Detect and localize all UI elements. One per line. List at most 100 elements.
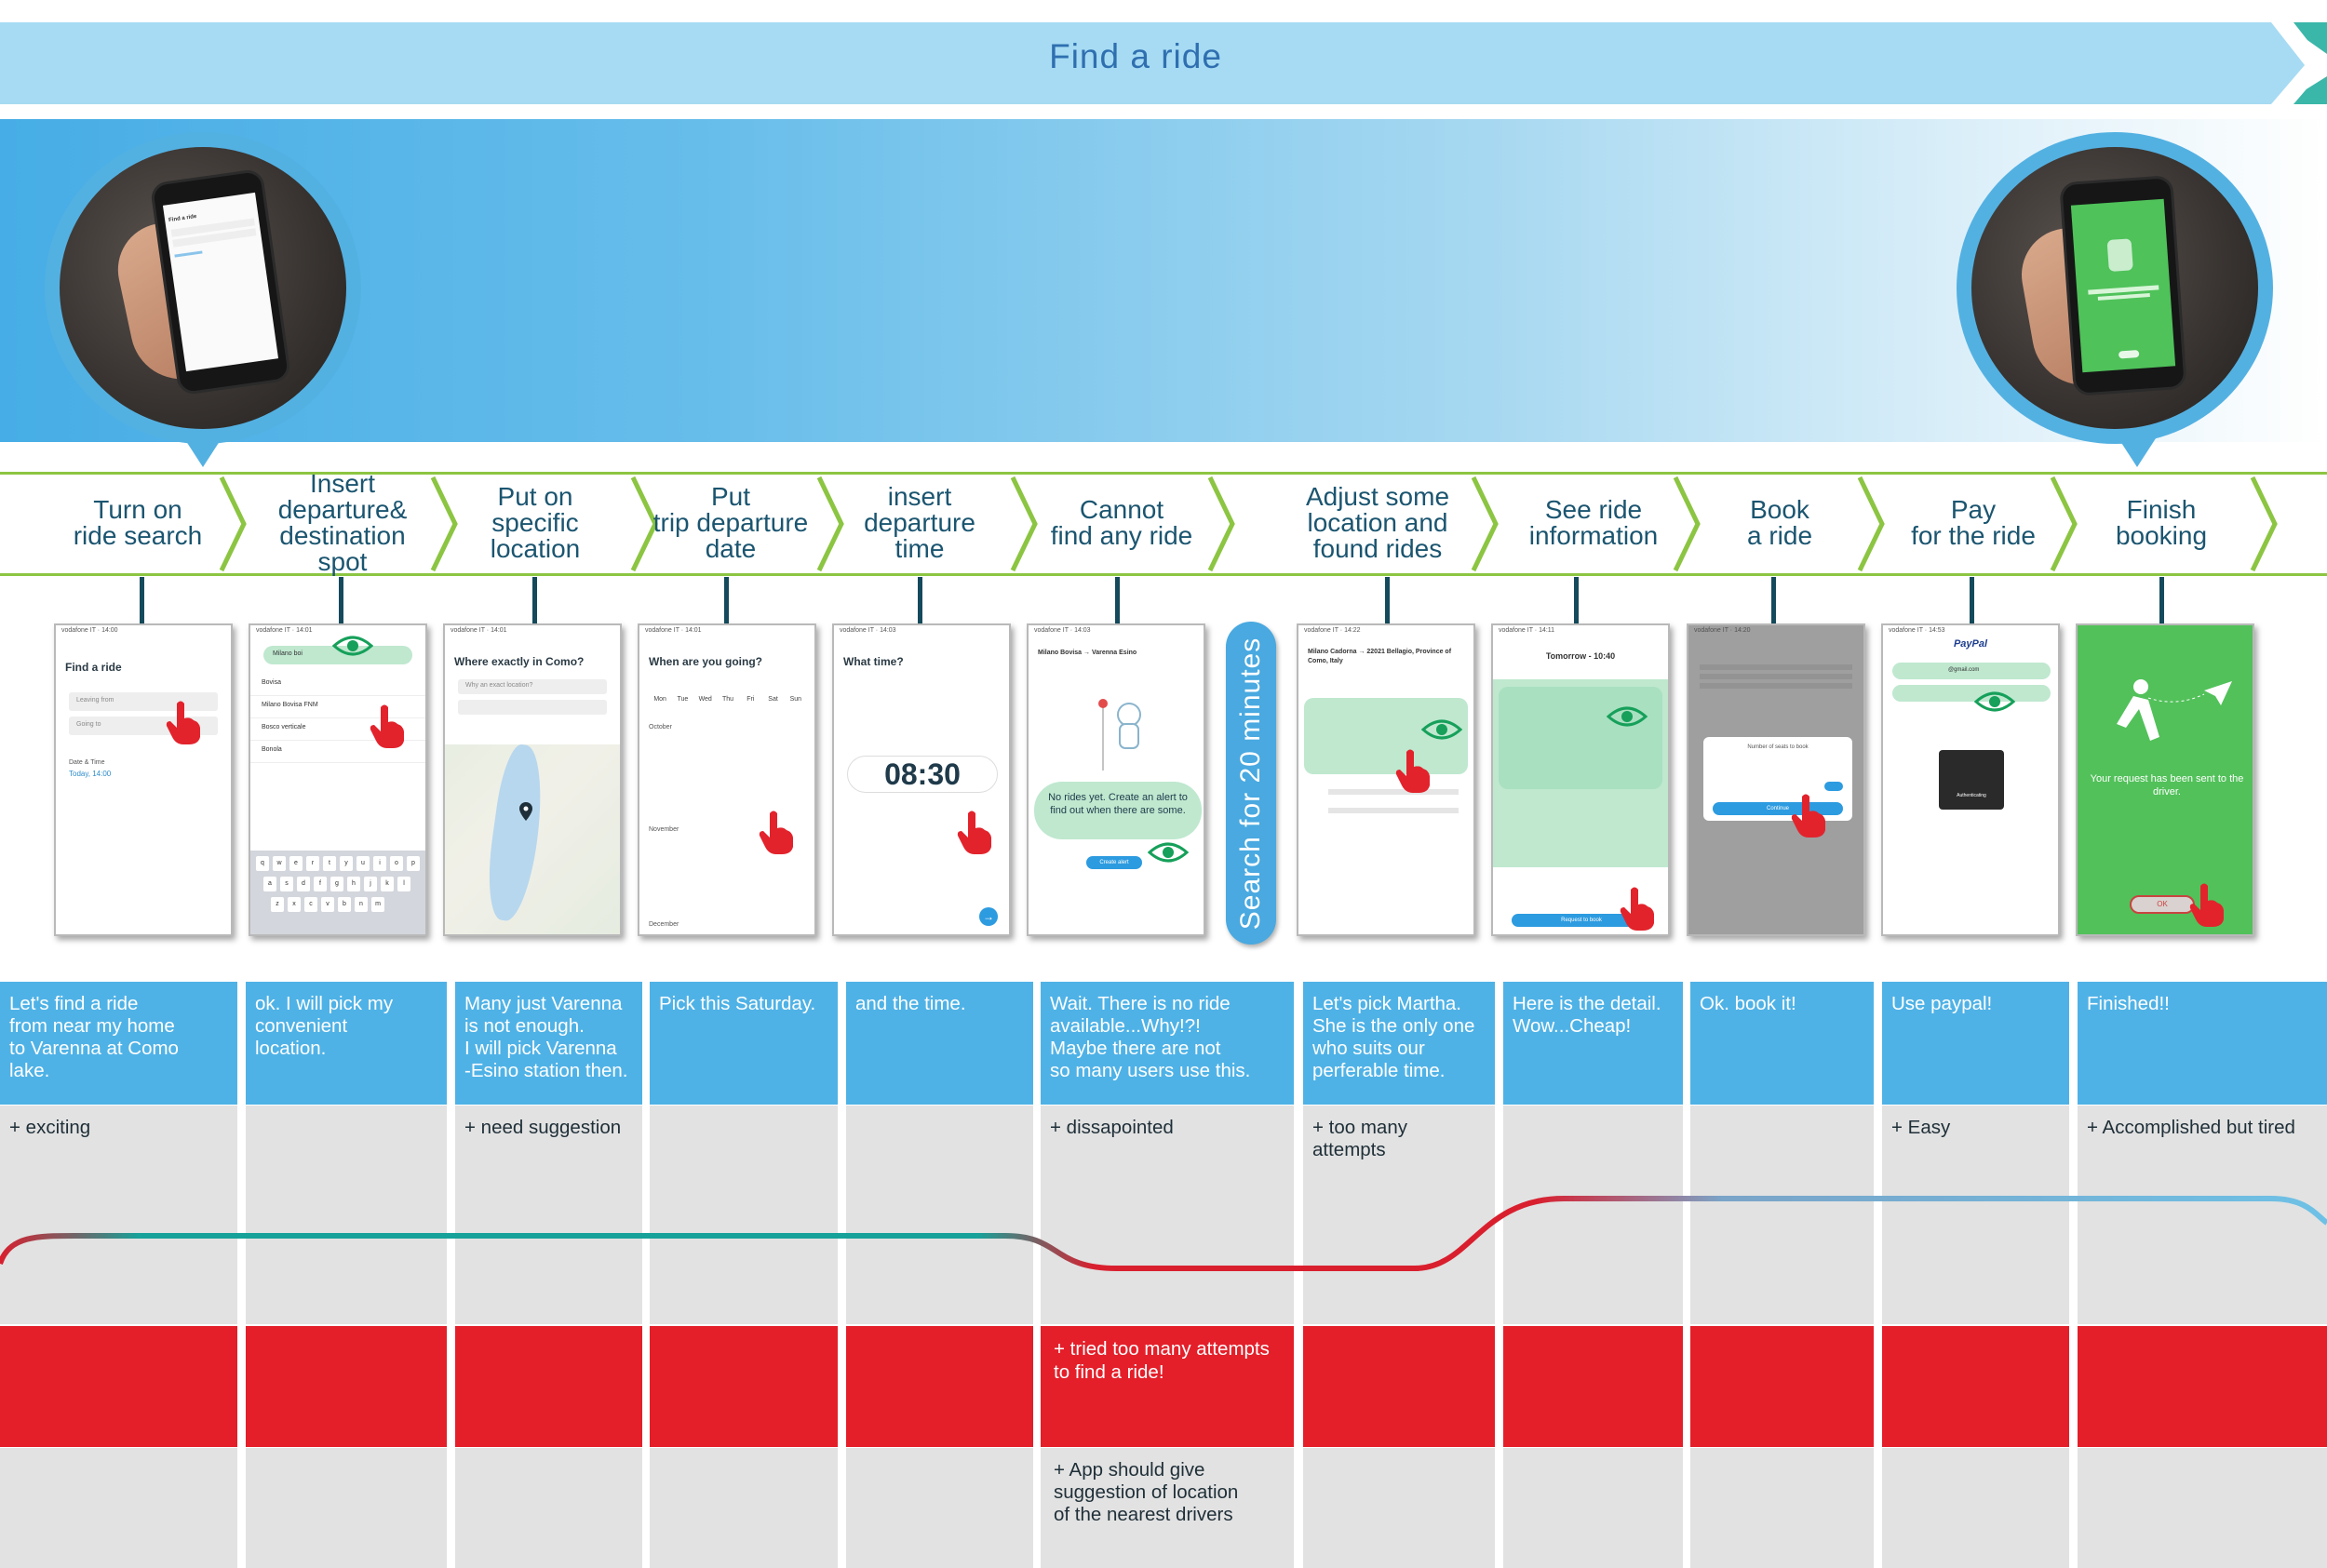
password-field[interactable] [1892,685,2051,702]
location-hint-field[interactable]: Why an exact location? [458,679,607,694]
keyboard-key[interactable]: b [338,897,351,912]
keyboard-key[interactable]: f [314,877,327,891]
opportunity-cell-text: + App should give suggestion of location… [1054,1459,1239,1525]
ok-button[interactable]: OK [2130,895,2195,914]
keyboard-key[interactable]: s [280,877,293,891]
keyboard-key[interactable]: o [390,856,403,871]
keyboard-key[interactable]: e [289,856,303,871]
journey-banner-arrow [0,22,2327,104]
suggestion-item[interactable]: Milano Bovisa FNM [250,696,425,718]
thought-cell: Many just Varenna is not enough. I will … [455,982,642,1105]
keyboard-key[interactable]: x [288,897,301,912]
screen-find-ride: vodafone IT · 14:00 Find a ride Leaving … [54,623,233,936]
keyboard-key[interactable]: r [306,856,319,871]
feeling-cell [246,1106,447,1324]
email-field[interactable]: @gmail.com [1892,663,2051,679]
keyboard-key[interactable]: c [304,897,317,912]
pain-point-cell [455,1326,642,1447]
request-sent-message: Your request has been sent to the driver… [2090,773,2244,797]
route-label: Milano Cadorna → 22021 Bellagio, Provinc… [1308,649,1452,664]
thought-cell-text: Let's pick Martha. She is the only one w… [1312,993,1475,1081]
phase-label: Put trip departure date [652,482,809,563]
phase-label: See ride information [1528,495,1659,550]
feeling-cell: + exciting [0,1106,237,1324]
phase-connector [1385,577,1390,625]
pain-point-cell [0,1326,237,1447]
pain-point-cell [846,1326,1033,1447]
screen-request-sent: Your request has been sent to the driver… [2076,623,2254,936]
map[interactable] [445,742,620,934]
keyboard-key[interactable]: p [407,856,420,871]
thought-cell-text: Wait. There is no ride available...Why!?… [1050,993,1251,1081]
keyboard-key[interactable]: w [273,856,286,871]
toggle-switch[interactable] [1824,782,1843,791]
suggestion-item[interactable]: Bovisa [250,674,425,696]
phase-connector [339,577,343,625]
address-field[interactable] [458,700,607,715]
phase-chevron [1471,476,1499,572]
feeling-cell-text: + too many attempts [1312,1117,1407,1160]
keyboard-key[interactable]: k [381,877,394,891]
keyboard-key[interactable]: g [330,877,343,891]
tap-hand-icon [1395,749,1430,793]
keyboard-key[interactable]: v [321,897,334,912]
keyboard-key[interactable]: j [364,877,377,891]
opportunity-cell [650,1448,838,1568]
feeling-cell [1690,1106,1874,1324]
phase-connector [1771,577,1776,625]
thought-cell: Use paypal! [1882,982,2069,1105]
next-arrow-button[interactable]: → [979,907,998,926]
keyboard-key[interactable]: y [340,856,353,871]
phase-chevron [219,476,247,572]
thought-cell-text: Finished!! [2087,993,2170,1014]
thought-cell: and the time. [846,982,1033,1105]
screen-exact-location-map: vodafone IT · 14:01 Where exactly in Com… [443,623,622,936]
lake-shape [481,742,550,924]
feeling-cell-text: + need suggestion [464,1117,622,1138]
start-phone-bubble: Find a ride [45,132,361,467]
screen-title: When are you going? [649,655,762,668]
request-to-book-button[interactable]: Request to book [1512,914,1651,927]
pain-point-cell [1303,1326,1495,1447]
thought-cell: Finished!! [2078,982,2327,1105]
create-alert-button[interactable]: Create alert [1086,856,1142,869]
search-input[interactable]: Milano boi [263,646,412,664]
request-to-book-label: Request to book [1561,918,1602,923]
astronaut-illustration-icon [1098,699,1141,771]
suggestion-item[interactable]: Bosco verticale [250,718,425,741]
pain-point-cell [1690,1326,1874,1447]
suggestion-item[interactable]: Bonola [250,741,425,763]
time-picker[interactable]: 08:30 [847,756,998,793]
eye-icon [1148,842,1189,863]
feeling-cell: + Accomplished but tired [2078,1106,2327,1324]
emotion-curve-line [0,1196,2327,1271]
keyboard-key[interactable]: h [347,877,360,891]
paper-plane-illustration-icon [2117,679,2232,741]
feeling-cell: + dissapointed [1041,1106,1294,1324]
keyboard-key[interactable]: a [263,877,276,891]
date-value[interactable]: Today, 14:00 [69,770,112,778]
keyboard-key[interactable]: m [371,897,384,912]
keyboard-key[interactable]: z [271,897,284,912]
keyboard-key[interactable]: t [323,856,336,871]
keyboard-key[interactable]: d [297,877,310,891]
keyboard-key[interactable]: i [373,856,386,871]
pain-point-cell-text: + tried too many attempts to find a ride… [1054,1338,1270,1383]
opportunity-cell [1882,1448,2069,1568]
thought-cell-text: Many just Varenna is not enough. I will … [464,993,628,1081]
phase-chevron [630,476,658,572]
phase-connector [724,577,729,625]
keyboard-key[interactable]: l [397,877,410,891]
keyboard-key[interactable]: q [256,856,269,871]
ride-card-highlighted[interactable] [1304,698,1468,774]
keyboard-key[interactable]: u [356,856,370,871]
keyboard-key[interactable]: n [355,897,368,912]
phase-connector [1115,577,1120,625]
phase-chevron [1673,476,1701,572]
feeling-cell: + need suggestion [455,1106,642,1324]
screen-title: What time? [843,655,904,668]
phase-chevron [430,476,458,572]
